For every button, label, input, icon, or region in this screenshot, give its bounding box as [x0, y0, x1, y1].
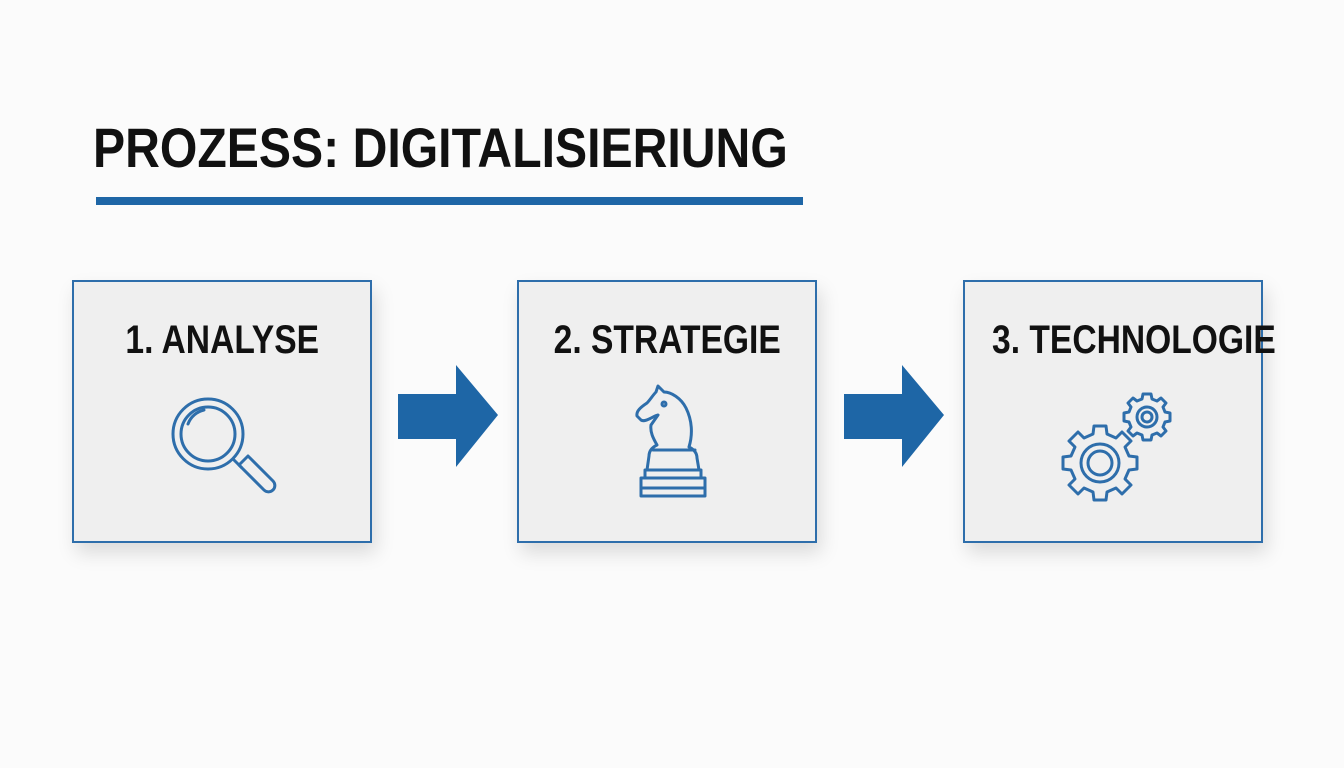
step-box-strategie: 2. STRATEGIE [517, 280, 817, 543]
step-label-analyse: 1. ANALYSE [125, 318, 319, 362]
title-underline [96, 197, 803, 205]
step-box-analyse: 1. ANALYSE [72, 280, 372, 543]
chess-knight-icon [635, 384, 707, 498]
step-label-strategie: 2. STRATEGIE [553, 318, 781, 362]
magnifying-glass-icon [171, 397, 277, 494]
arrow-right-icon [398, 365, 498, 467]
step-box-technologie: 3. TECHNOLOGIE [963, 280, 1276, 543]
gears-icon [1061, 392, 1172, 502]
page-title: PROZESS: DIGITALISIERIUNG [93, 116, 788, 179]
step-label-technologie: 3. TECHNOLOGIE [992, 318, 1276, 362]
arrow-right-icon [844, 365, 944, 467]
